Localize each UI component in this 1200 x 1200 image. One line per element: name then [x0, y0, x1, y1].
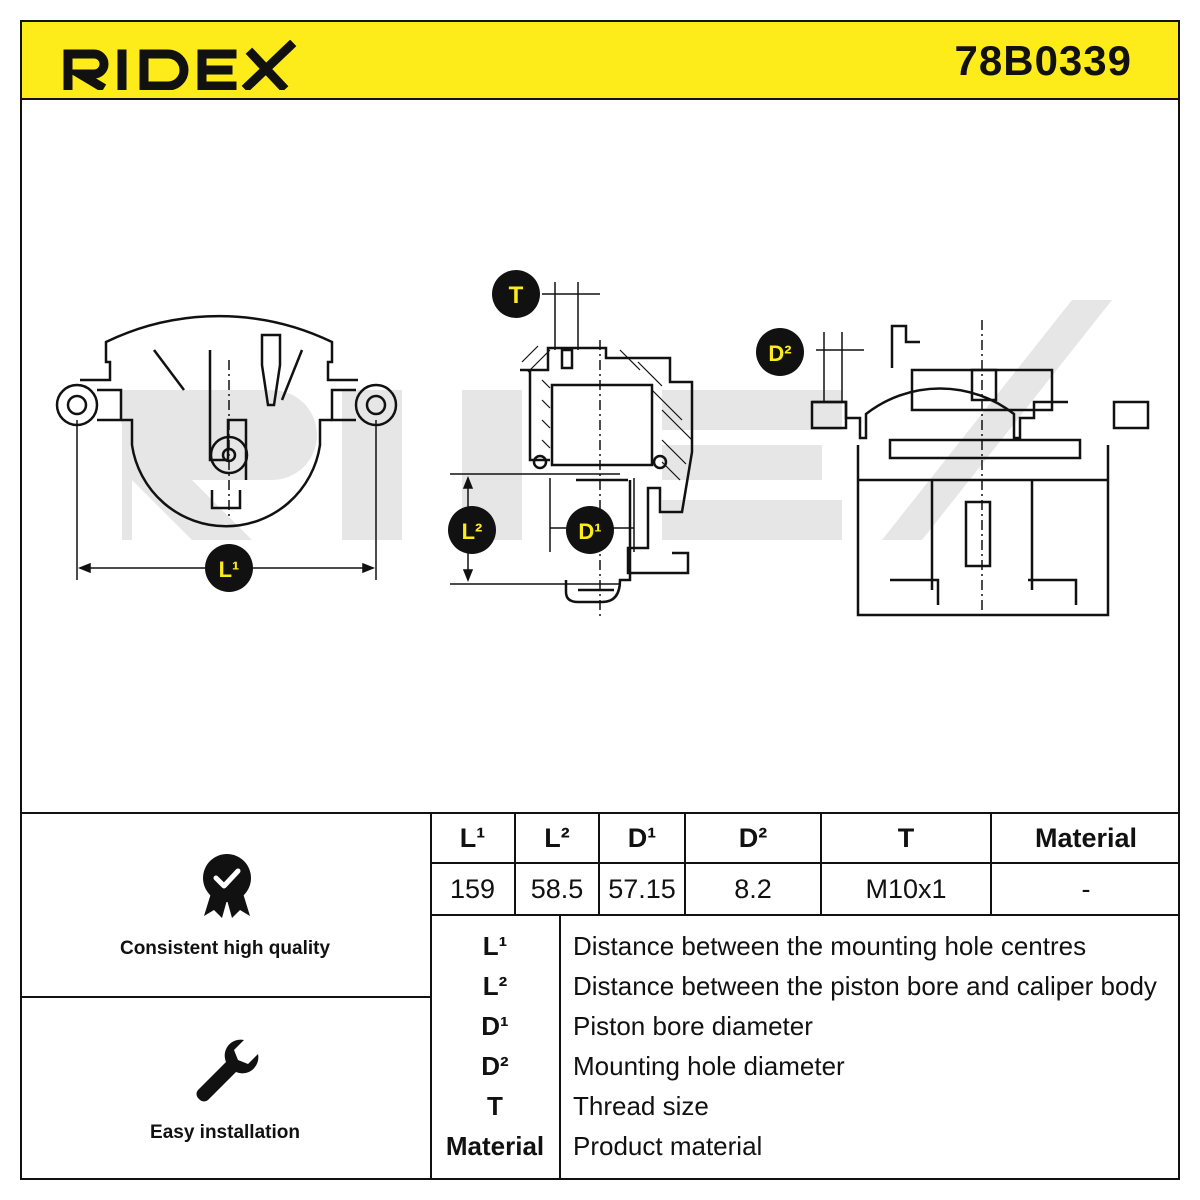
label-d1: D¹	[566, 506, 614, 554]
legend-key: D¹	[481, 1011, 509, 1041]
dimension-d2	[816, 320, 983, 620]
svg-text:D¹: D¹	[578, 519, 601, 544]
label-l2: L²	[448, 506, 496, 554]
legend-description: Distance between the mounting hole centr…	[573, 931, 1087, 961]
ridex-logo	[63, 40, 297, 90]
legend-description: Product material	[573, 1131, 763, 1161]
legend-row: L² Distance between the piston bore and …	[431, 966, 1180, 1006]
legend-row: D² Mounting hole diameter	[431, 1046, 1180, 1086]
legend-description: Mounting hole diameter	[573, 1051, 845, 1081]
legend-divider	[559, 914, 561, 1180]
feature-label: Easy installation	[150, 1122, 300, 1143]
legend-table: L¹ Distance between the mounting hole ce…	[431, 914, 1180, 1180]
technical-drawing: T D² L² D¹ L¹	[22, 100, 1178, 812]
header-bar: 78B0339	[20, 20, 1180, 100]
caliper-front-view	[55, 314, 398, 528]
header-cell: D²	[684, 814, 822, 864]
dimensions-value-row: 159 58.5 57.15 8.2 M10x1 -	[431, 862, 1180, 916]
value-cell: 8.2	[684, 862, 822, 916]
quality-badge-icon	[203, 854, 251, 918]
feature-installation: Easy installation	[20, 998, 430, 1180]
caliper-side-view	[810, 324, 1150, 617]
legend-key: T	[487, 1091, 503, 1121]
legend-row: Material Product material	[431, 1126, 1180, 1166]
value-cell: 57.15	[598, 862, 686, 916]
svg-text:L²: L²	[462, 519, 483, 544]
section-divider	[430, 812, 432, 1180]
wrench-icon	[196, 1039, 259, 1102]
feature-label: Consistent high quality	[119, 938, 331, 959]
legend-row: D¹ Piston bore diameter	[431, 1006, 1180, 1046]
caliper-section-view	[520, 346, 694, 604]
legend-key: L¹	[482, 931, 508, 961]
label-d2: D²	[756, 328, 804, 376]
value-cell: 58.5	[514, 862, 600, 916]
feature-quality: Consistent high quality	[20, 814, 430, 998]
value-cell: M10x1	[820, 862, 992, 916]
legend-description: Distance between the piston bore and cal…	[573, 971, 1157, 1001]
header-cell: L¹	[431, 814, 516, 864]
info-section	[20, 812, 1180, 1180]
label-l1: L¹	[205, 544, 253, 592]
legend-row: T Thread size	[431, 1086, 1180, 1126]
label-t: T	[492, 270, 540, 318]
caliper-drawings: T D² L² D¹ L¹	[55, 270, 1150, 620]
dimensions-table: L¹ L² D¹ D² T Material 159 58.5 57.15 8.…	[431, 814, 1180, 916]
svg-text:L¹: L¹	[219, 557, 240, 582]
legend-key: L²	[482, 971, 508, 1001]
legend-description: Piston bore diameter	[573, 1011, 813, 1041]
value-cell: -	[990, 862, 1180, 916]
legend-key: D²	[481, 1051, 509, 1081]
part-number: 78B0339	[954, 37, 1132, 84]
svg-text:T: T	[509, 282, 524, 309]
legend-key: Material	[445, 1131, 545, 1161]
legend-row: L¹ Distance between the mounting hole ce…	[431, 926, 1180, 966]
header-cell: L²	[514, 814, 600, 864]
value-cell: 159	[431, 862, 516, 916]
legend-description: Thread size	[573, 1091, 709, 1121]
header-cell: D¹	[598, 814, 686, 864]
header-cell: T	[820, 814, 992, 864]
section-hatching	[521, 345, 693, 481]
header-cell: Material	[990, 814, 1180, 864]
dimensions-header-row: L¹ L² D¹ D² T Material	[431, 814, 1180, 864]
svg-text:D²: D²	[768, 341, 791, 366]
